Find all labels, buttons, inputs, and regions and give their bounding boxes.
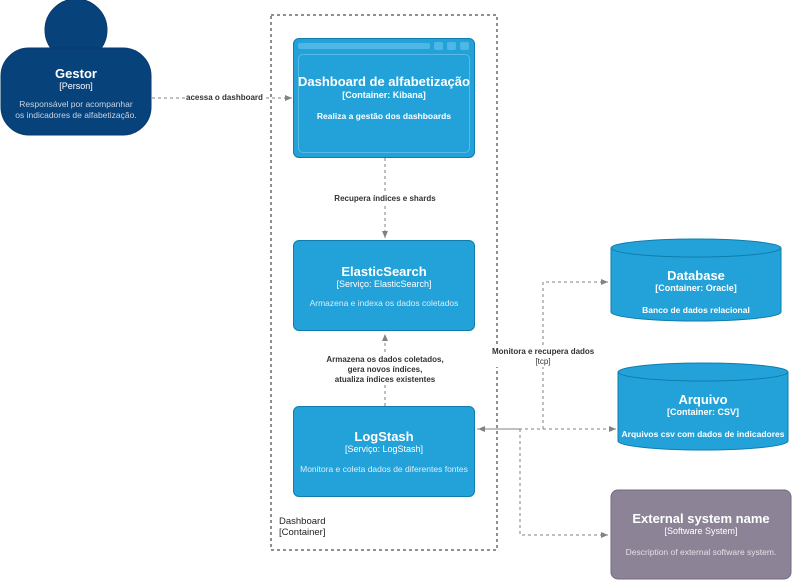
browser-viewport	[298, 54, 470, 153]
database-cylinder-top	[610, 238, 782, 258]
arquivo-cylinder[interactable]	[617, 372, 789, 451]
database-name: Database	[667, 268, 725, 283]
edge-label-store-line2: gera novos índices,	[347, 365, 423, 374]
logstash-description: Monitora e coleta dados de diferentes fo…	[300, 464, 468, 474]
external-system-box[interactable]	[610, 489, 792, 580]
boundary-label: Dashboard [Container]	[279, 516, 325, 538]
elasticsearch-name: ElasticSearch	[341, 264, 427, 279]
edge-label-store-line1: Armazena os dados coletados,	[326, 355, 444, 364]
database-type: [Container: Oracle]	[655, 283, 737, 293]
container-boundary	[270, 14, 498, 551]
arquivo-cylinder-top	[617, 362, 789, 382]
external-system-description: Description of external software system.	[625, 547, 777, 557]
person-description-line2: os indicadores de alfabetização.	[15, 110, 137, 120]
person-type: [Person]	[59, 81, 93, 91]
kibana-container[interactable]	[293, 38, 475, 158]
browser-control-icon	[434, 42, 443, 50]
arquivo-type: [Container: CSV]	[667, 407, 739, 417]
edge-label-monitor-line2: [tcp]	[535, 357, 551, 366]
logstash-container[interactable]	[293, 406, 475, 497]
person-name: Gestor	[55, 66, 97, 81]
kibana-name: Dashboard de alfabetização	[298, 74, 470, 89]
kibana-type: [Container: Kibana]	[342, 90, 426, 100]
arquivo-description: Arquivos csv com dados de indicadores	[621, 429, 785, 439]
edge-label-store-line3: atualiza índices existentes	[334, 375, 436, 384]
external-system-name: External system name	[632, 511, 770, 526]
edge-monitor-database	[542, 279, 608, 429]
person-body	[0, 47, 152, 136]
boundary-name: Dashboard	[279, 516, 326, 527]
edge-label-fetch: Recupera índices e shards	[315, 194, 455, 204]
elasticsearch-container[interactable]	[293, 240, 475, 331]
elasticsearch-type: [Serviço: ElasticSearch]	[336, 279, 432, 289]
database-cylinder[interactable]	[610, 248, 782, 322]
external-system-type: [Software System]	[664, 526, 738, 536]
logstash-name: LogStash	[354, 429, 414, 444]
browser-address-bar	[298, 43, 430, 49]
kibana-description: Realiza a gestão dos dashboards	[316, 111, 452, 121]
browser-control-icon	[447, 42, 456, 50]
edge-label-access: acessa o dashboard	[186, 93, 263, 103]
edge-label-store: Armazena os dados coletados, gera novos …	[315, 355, 455, 385]
logstash-type: [Serviço: LogStash]	[344, 444, 424, 454]
boundary-type: [Container]	[279, 527, 326, 538]
edge-label-monitor: Monitora e recupera dados [tcp]	[492, 347, 594, 367]
person-description-line1: Responsável por acompanhar	[19, 99, 133, 109]
edge-label-monitor-line1: Monitora e recupera dados	[492, 347, 595, 356]
edge-monitor-external	[519, 429, 608, 538]
database-description: Banco de dados relacional	[642, 305, 750, 315]
elasticsearch-description: Armazena e indexa os dados coletados	[309, 298, 459, 308]
browser-control-icon	[460, 42, 469, 50]
arquivo-name: Arquivo	[678, 392, 728, 407]
